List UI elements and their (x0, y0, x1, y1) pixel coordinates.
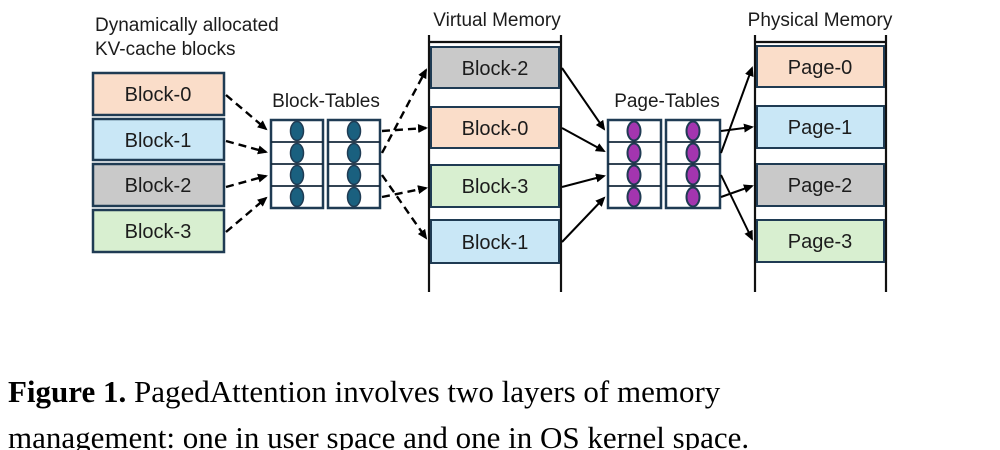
block-tables-title: Block-Tables (272, 91, 380, 112)
page-table-dot (685, 120, 701, 142)
vm-slot-0-label: Block-2 (462, 58, 529, 80)
figure-caption: Figure 1. PagedAttention involves two la… (8, 369, 996, 450)
physical-memory-rails (753, 35, 888, 292)
block-table-dot (346, 164, 362, 186)
vm-slot-1: Block-0 (430, 106, 560, 149)
page-table-entry-dots (626, 120, 701, 208)
block-table-dot (289, 142, 305, 164)
vm-slot-3-label: Block-1 (462, 232, 529, 254)
page-table-dot (685, 142, 701, 164)
pm-slot-0-label: Page-0 (788, 57, 853, 79)
kv-block-0: Block-0 (91, 71, 226, 117)
kv-block-0-label: Block-0 (125, 84, 192, 106)
pm-slot-3-label: Page-3 (788, 231, 853, 253)
page-table-dot (685, 164, 701, 186)
pm-slot-2-label: Page-2 (788, 175, 853, 197)
vm-to-page-table-arrows (561, 67, 606, 243)
vm-slot-1-label: Block-0 (462, 118, 529, 140)
kv-block-3: Block-3 (91, 208, 226, 254)
block-table-dot (346, 142, 362, 164)
page-table-dot (626, 186, 642, 208)
kv-label-line2: KV-cache blocks (95, 39, 235, 60)
paged-attention-diagram: Dynamically allocated KV-cache blocks Bl… (91, 10, 893, 292)
virtual-memory: Virtual Memory Block-2 Block-0 Block-3 B… (427, 10, 563, 292)
kv-label-line1: Dynamically allocated (95, 15, 279, 36)
page-table-dot (626, 142, 642, 164)
block-table-to-vm-arrows (380, 68, 428, 240)
pm-slot-3: Page-3 (756, 219, 885, 263)
page-tables-title: Page-Tables (614, 91, 720, 112)
block-table-dot (289, 164, 305, 186)
pm-slot-0: Page-0 (756, 45, 885, 88)
pm-slot-1: Page-1 (756, 105, 885, 149)
vm-slot-3: Block-1 (430, 219, 560, 264)
figure-caption-line2: management: one in user space and one in… (8, 420, 750, 450)
kv-to-block-table-arrows (225, 94, 268, 233)
pm-slot-1-label: Page-1 (788, 117, 853, 139)
physical-memory: Physical Memory Page-0 Page-1 Page-2 Pag… (748, 10, 893, 292)
figure-caption-label: Figure 1. (8, 374, 127, 409)
kv-block-1: Block-1 (91, 117, 226, 162)
block-table-dot (346, 120, 362, 142)
block-table-entry-dots (289, 120, 362, 208)
page-table-dot (626, 120, 642, 142)
figure-caption-line1: PagedAttention involves two layers of me… (134, 374, 721, 409)
page-tables: Page-Tables (606, 91, 722, 210)
pm-slot-2: Page-2 (756, 163, 885, 207)
block-table-dot (289, 120, 305, 142)
kv-block-1-label: Block-1 (125, 130, 192, 152)
kv-block-2-label: Block-2 (125, 175, 192, 197)
page-table-dot (626, 164, 642, 186)
virtual-memory-rails (427, 35, 563, 292)
vm-slot-2: Block-3 (430, 164, 560, 208)
kv-block-2: Block-2 (91, 162, 226, 208)
page-table-to-pm-arrows (720, 66, 754, 241)
kv-cache-label: Dynamically allocated KV-cache blocks (95, 15, 279, 60)
kv-block-3-label: Block-3 (125, 221, 192, 243)
block-tables: Block-Tables (269, 91, 382, 210)
block-table-dot (289, 186, 305, 208)
vm-slot-2-label: Block-3 (462, 176, 529, 198)
virtual-memory-title: Virtual Memory (433, 10, 561, 31)
block-table-dot (346, 186, 362, 208)
physical-memory-title: Physical Memory (748, 10, 893, 31)
vm-slot-0: Block-2 (430, 46, 560, 89)
page-table-dot (685, 186, 701, 208)
